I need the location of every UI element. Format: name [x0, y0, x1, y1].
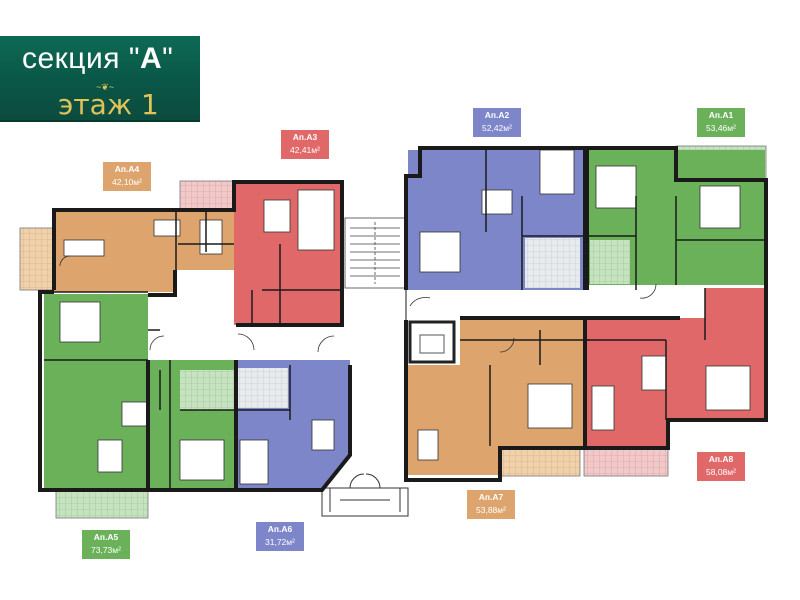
walls: [38, 146, 768, 492]
apartment-a8-floor: [585, 288, 765, 446]
ornament-icon: ~❦~: [96, 82, 115, 92]
balcony-a3: [179, 180, 243, 212]
balcony-a8: [583, 445, 669, 477]
floor-title: этаж 1: [58, 88, 159, 121]
furniture: [59, 149, 751, 485]
inner-walls: [44, 150, 765, 490]
section-banner: секция "A" ~❦~ этаж 1: [0, 36, 200, 122]
balcony-a4: [19, 227, 55, 291]
balcony-a7: [499, 445, 581, 477]
apartment-a5-floor: [44, 294, 236, 488]
staircase: [344, 217, 406, 289]
apartment-a4-floor: [54, 212, 234, 292]
section-title: секция "A": [22, 42, 174, 75]
balcony-a5: [55, 487, 149, 519]
entrance: [321, 473, 409, 517]
elevator: [408, 320, 456, 364]
